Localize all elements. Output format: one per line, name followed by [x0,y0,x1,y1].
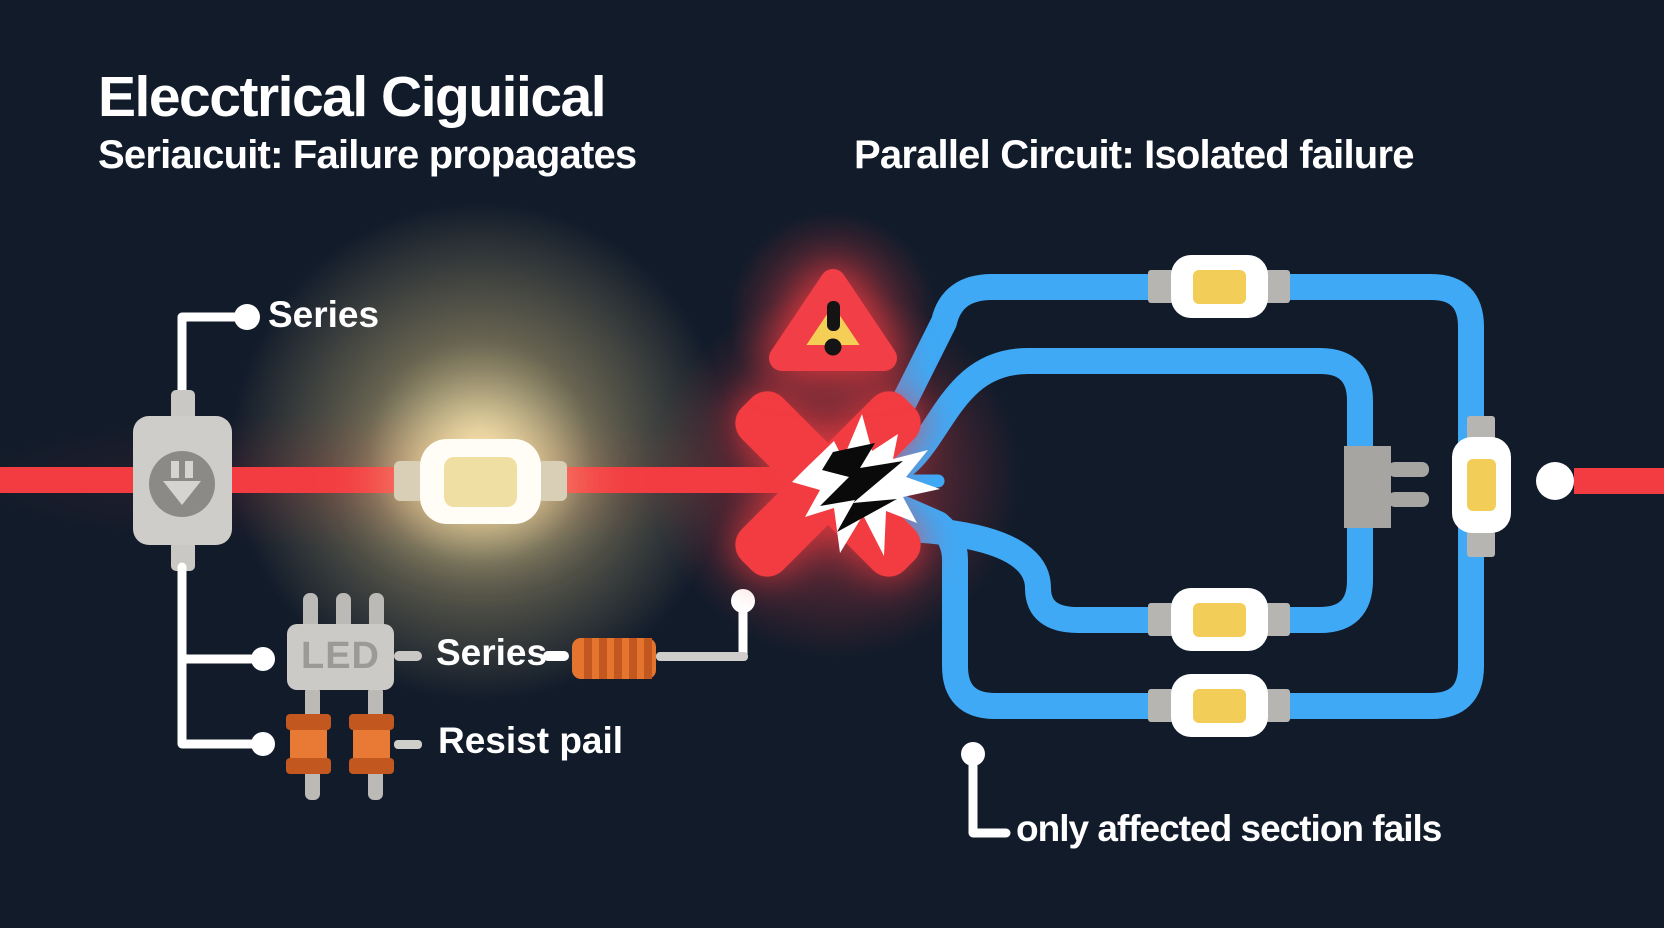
parallel-title: Parallel Circuit: Isolated failure [854,133,1414,177]
parallel-note-callout-line [968,761,1011,838]
component-callout-lines [177,562,748,749]
plug-icon [1344,446,1429,528]
series-mid-label: Series [436,632,548,673]
series-subtitle: Seriaıcuit: Failure propagates [98,133,637,177]
glowing-led-bulb-icon [394,439,567,524]
series-top-callout-line [177,312,243,407]
parallel-note-callout-dot [961,742,985,766]
inner-loop-wire [857,348,1373,633]
parallel-led-bottom-icon [1148,674,1290,737]
power-source-icon [133,390,232,571]
series-top-callout-dot [234,304,260,330]
down-arrow-icon [163,461,201,505]
led-callout-dot [251,647,275,671]
resistor-pair-label: Resist pail [438,720,624,761]
outer-loop-wire [859,274,1484,719]
right-wire-red [1574,468,1664,494]
parallel-led-top-icon [1148,255,1290,318]
right-terminal-dot [1536,462,1574,500]
series-mid-callout-dot [731,589,755,613]
spark-burst-icon [792,414,940,556]
parallel-led-middle-icon [1148,588,1290,651]
series-resistor-icon [543,638,748,679]
parallel-note-label: only affected section fails [1016,808,1442,849]
led-chip-label: LED [301,635,380,677]
main-title: Elecctrical Ciguiical [98,65,607,129]
parallel-led-right-icon [1452,416,1511,557]
resistor-pair-icon [286,714,422,774]
resistor-callout-dot [251,732,275,756]
series-top-label: Series [268,294,380,335]
warning-triangle-icon [769,269,897,371]
